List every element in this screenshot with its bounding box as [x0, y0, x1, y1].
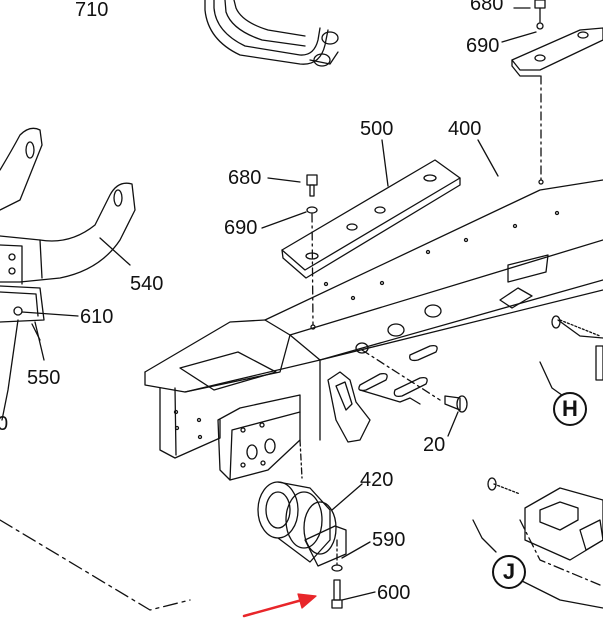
- leader-lines: [21, 7, 537, 601]
- label-680: 680: [228, 167, 262, 189]
- label-420: 420: [360, 469, 394, 491]
- label-690: 690: [224, 217, 258, 239]
- detail-j-parts: [472, 477, 603, 609]
- label-0-partial: 0: [0, 413, 9, 435]
- label-600: 600: [377, 582, 411, 604]
- main-frame: [144, 179, 603, 481]
- top-pad-plate: [511, 0, 603, 185]
- label-690-top: 690: [466, 35, 500, 57]
- label-680-top: 680: [470, 0, 504, 15]
- detail-h-parts: [539, 315, 603, 399]
- phantom-centerline: [0, 519, 191, 611]
- pin-20: [361, 349, 468, 413]
- bolt-and-washer: [306, 174, 318, 330]
- side-bracket: [0, 127, 136, 421]
- label-20: 20: [423, 434, 446, 456]
- hydraulic-pipes: [204, 0, 339, 67]
- label-590: 590: [372, 529, 406, 551]
- carrier-roller: [257, 439, 347, 567]
- detail-callout-h[interactable]: H: [553, 392, 587, 426]
- label-710: 710: [75, 0, 109, 21]
- detail-callout-j[interactable]: J: [492, 555, 526, 589]
- label-540: 540: [130, 273, 164, 295]
- highlight-arrow: [242, 593, 317, 618]
- label-500: 500: [360, 118, 394, 140]
- wear-pad: [281, 159, 461, 279]
- label-400: 400: [448, 118, 482, 140]
- label-550: 550: [27, 367, 61, 389]
- label-610: 610: [80, 306, 114, 328]
- roller-bolt: [331, 564, 343, 609]
